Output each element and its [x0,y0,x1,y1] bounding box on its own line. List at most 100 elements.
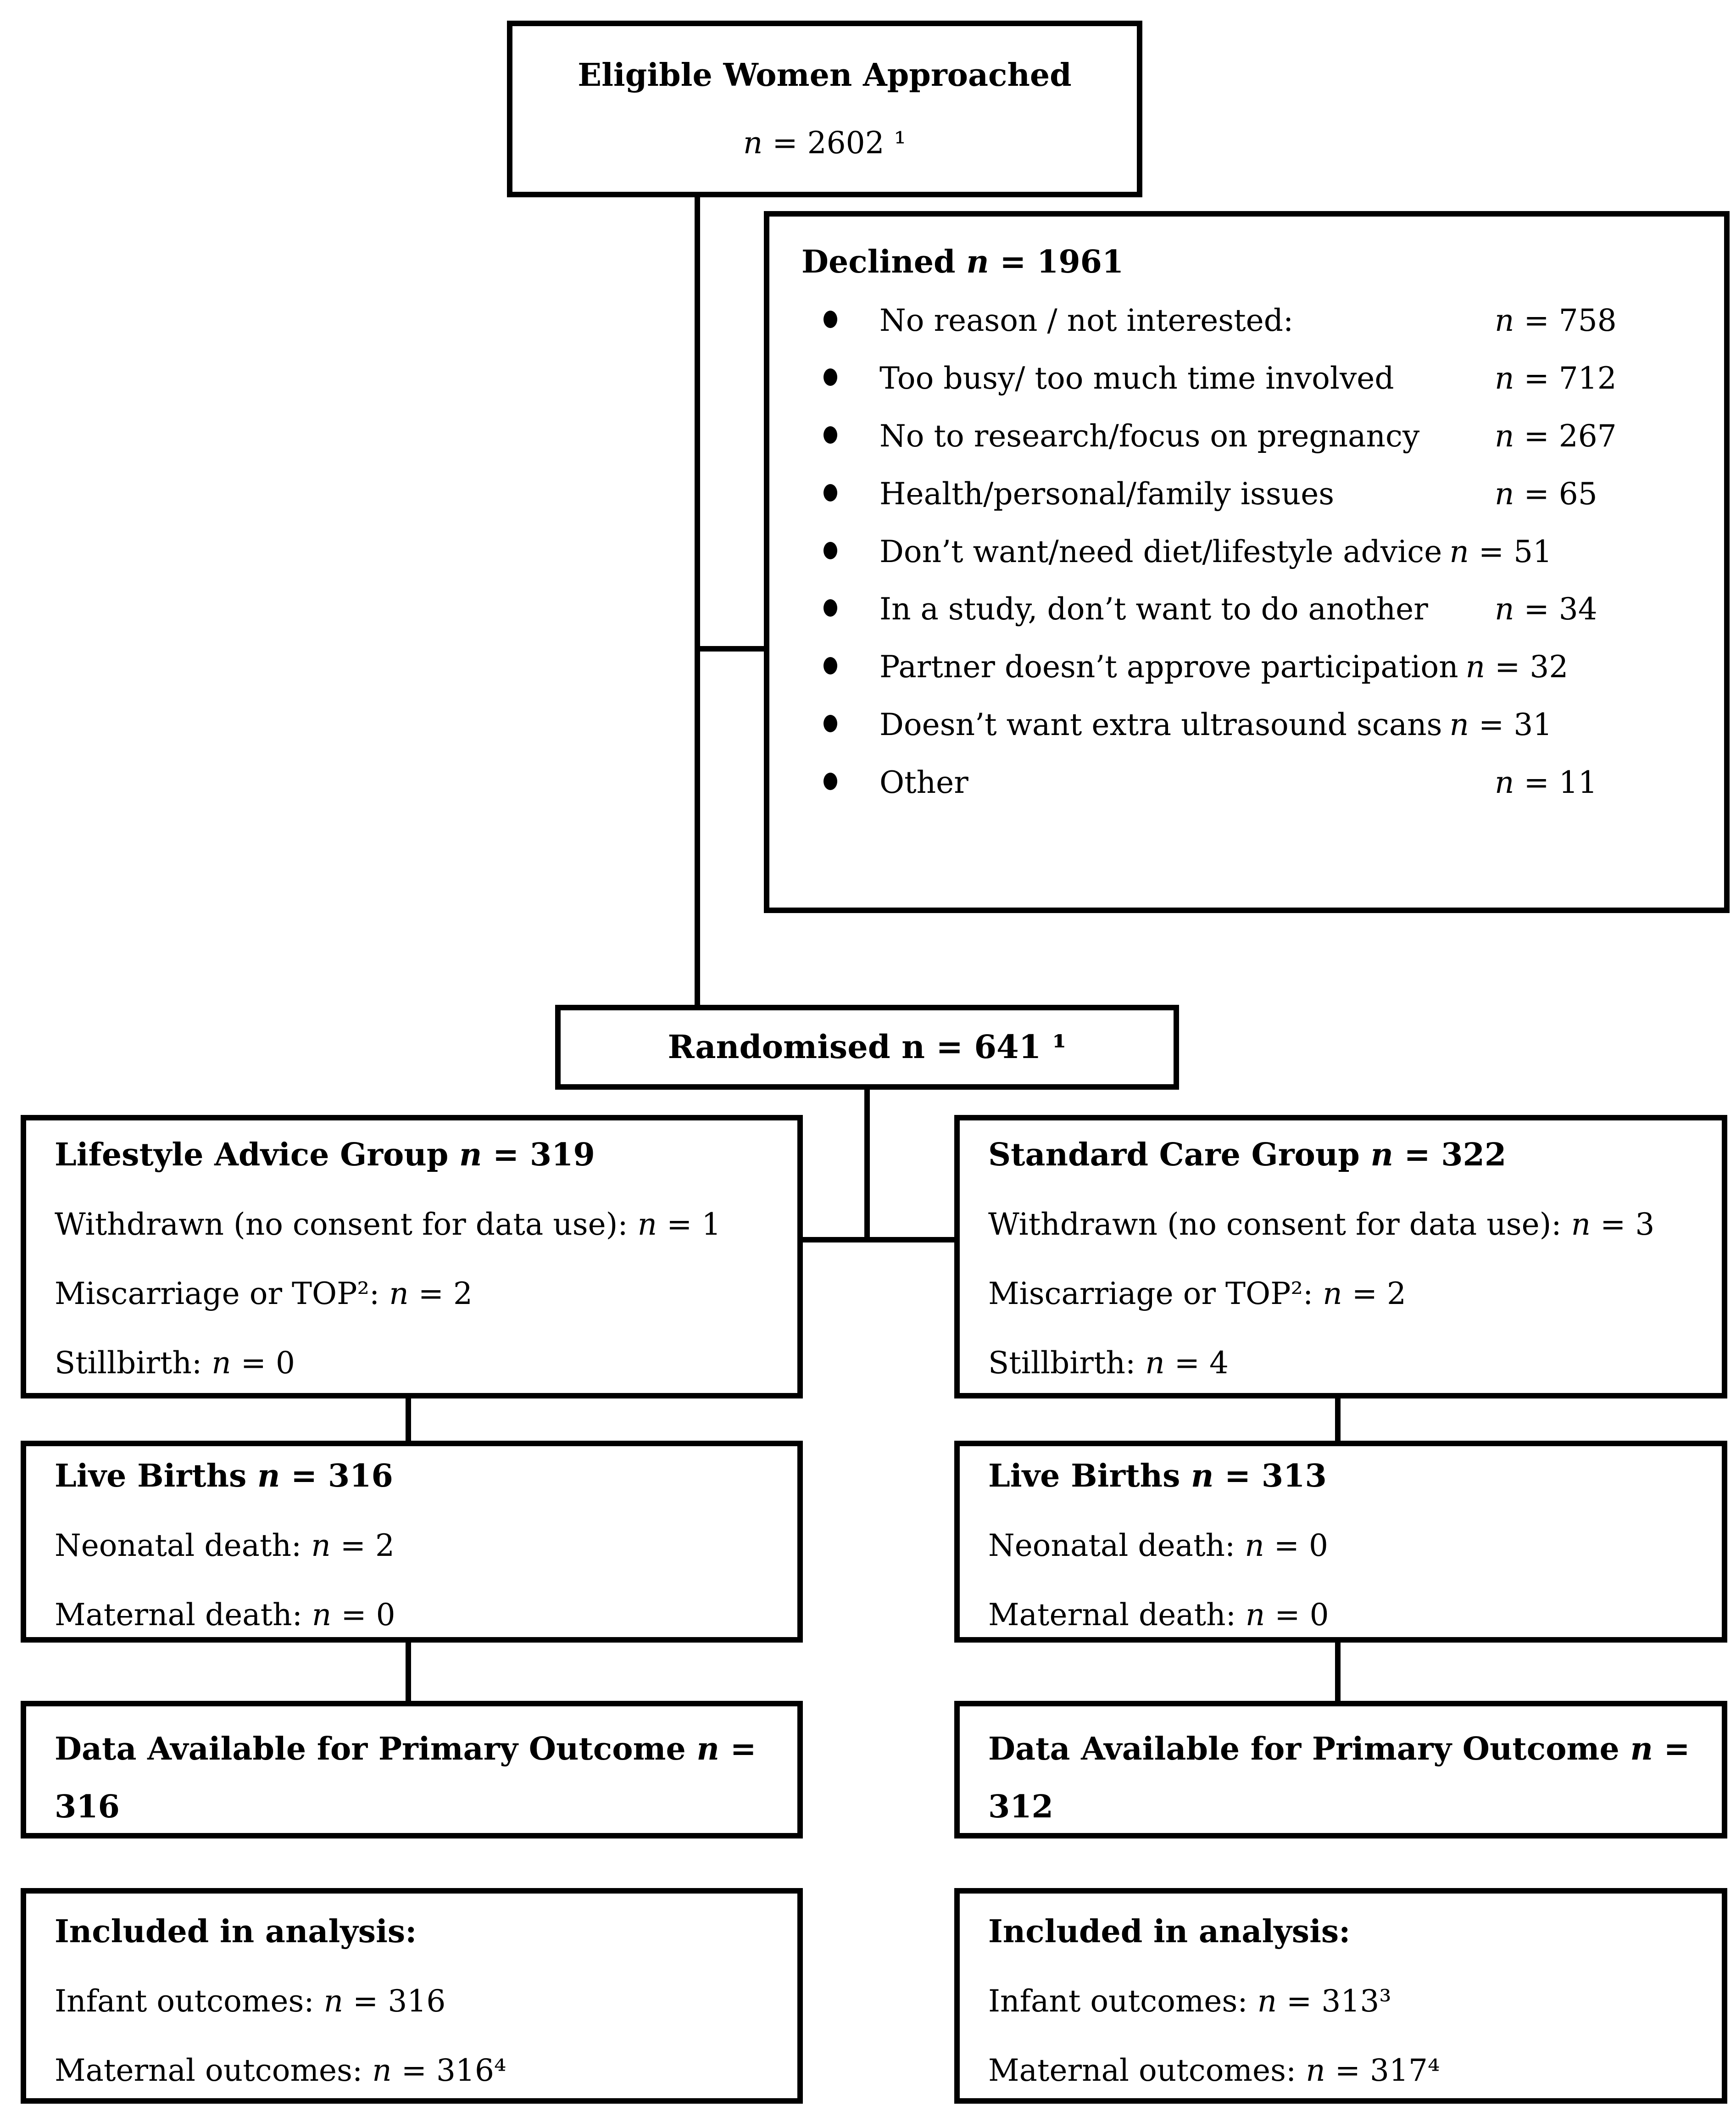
arm-right-analysis-box: Included in analysis: Infant outcomes: n … [954,1888,1727,2104]
connector-right-group-to-live [1335,1395,1341,1443]
declined-box: Declined n = 1961 No reason / not intere… [764,211,1730,913]
n-value: = 11 [1514,765,1597,801]
declined-reason-item: Health/personal/family issues n = 65 [801,476,1692,512]
n-value: = 3 [1591,1207,1655,1242]
arm-left-group-line-0: Withdrawn (no consent for data use): n =… [55,1207,721,1242]
n-symbol: n [1257,1983,1277,2019]
n-symbol: n [1630,1731,1653,1767]
n-value: = 65 [1514,476,1597,512]
declined-reason-label: Other [879,765,968,801]
n-symbol: n [211,1345,231,1381]
n-value: = 51 [1469,534,1552,569]
n-value: = 2 [330,1528,395,1563]
n-symbol: n [1323,1276,1342,1311]
arm-right-live-line-0: Neonatal death: n = 0 [988,1528,1329,1563]
declined-reason-count: n = 65 [1495,476,1692,512]
n-symbol: n [696,1731,719,1767]
n-symbol: n [389,1276,409,1311]
n-symbol: n [1306,2053,1325,2088]
declined-reason-label: In a study, don’t want to do another [879,591,1428,627]
declined-reason-item: In a study, don’t want to do another n = … [801,592,1692,627]
declined-reason-label: Doesn’t want extra ultrasound scans [879,707,1442,743]
declined-reason-count: n = 267 [1495,418,1692,454]
n-symbol: n [323,1983,344,2019]
declined-reason-label: No to research/focus on pregnancy [879,418,1420,454]
n-value: = 0 [331,1597,395,1632]
n-value: = 0 [231,1345,295,1381]
randomised-title: Randomised n = 641 ¹ [668,1028,1067,1066]
bullet-icon [823,715,837,733]
declined-reason-label: Health/personal/family issues [879,476,1335,512]
n-symbol: n [1465,649,1486,685]
arm-left-primary-outcome-title: Data Available for Primary Outcome n =31… [55,1731,757,1825]
declined-title: Declined n = 1961 [801,244,1124,280]
connector-left-group-to-live [406,1395,411,1443]
declined-reason-count: n = 32 [1466,650,1569,685]
n-symbol: n [1495,765,1514,801]
eligible-women-box: Eligible Women Approached n = 2602 ¹ [507,21,1142,197]
arm-right-live-births-title: Live Births n = 313 [988,1458,1327,1494]
declined-reason-count: n = 758 [1495,303,1692,338]
n-value: = 0 [1264,1528,1329,1563]
bullet-icon [823,484,837,501]
n-value: = 317⁴ [1325,2053,1440,2088]
n-value: = 1961 [989,244,1124,280]
n-value: = 313³ [1277,1983,1391,2019]
arm-right-group-line-0: Withdrawn (no consent for data use): n =… [988,1207,1655,1242]
n-symbol: n [1495,591,1514,627]
arm-right-group-line-2: Stillbirth: n = 4 [988,1345,1229,1381]
arm-right-analysis-line-0: Infant outcomes: n = 313³ [988,1983,1391,2019]
bullet-icon [823,773,837,791]
arm-left-analysis-title: Included in analysis: [55,1913,417,1950]
n-value: = 2 [1342,1276,1406,1311]
n-symbol: n [1571,1207,1591,1242]
arm-right-analysis-title: Included in analysis: [988,1913,1351,1950]
n-value: = 31 [1469,707,1552,743]
n-value: = 32 [1485,649,1569,685]
arm-left-primary-outcome-box: Data Available for Primary Outcome n =31… [21,1701,803,1838]
bullet-icon [823,311,837,328]
arm-left-analysis-line-0: Infant outcomes: n = 316 [55,1983,446,2019]
bullet-icon [823,368,837,386]
arm-right-group-title: Standard Care Group n = 322 [988,1136,1507,1173]
arm-right-live-line-1: Maternal death: n = 0 [988,1597,1329,1632]
n-symbol: n [1245,1597,1265,1632]
n-value: = 316⁴ [391,2053,506,2088]
connector-left-live-to-data [406,1640,411,1703]
n-symbol: n [372,2053,392,2088]
eligible-women-title: Eligible Women Approached [578,57,1072,94]
declined-reason-label: Too busy/ too much time involved [879,360,1394,396]
connector-arms-tee [801,1237,957,1242]
arm-left-group-line-1: Miscarriage or TOP²: n = 2 [55,1276,473,1311]
declined-reason-count: n = 11 [1495,765,1692,800]
n-value: = 267 [1514,418,1617,454]
n-value: = 313 [1213,1458,1327,1494]
arm-right-primary-outcome-box: Data Available for Primary Outcome n =31… [954,1701,1727,1838]
n-symbol: n [1370,1136,1393,1173]
n-symbol: n [1495,476,1514,512]
arm-left-analysis-box: Included in analysis: Infant outcomes: n … [21,1888,803,2104]
declined-reason-label: Partner doesn’t approve participation [879,649,1458,685]
declined-reason-item: No to research/focus on pregnancy n = 267 [801,418,1692,454]
n-symbol: n [637,1207,657,1242]
bullet-icon [823,657,837,675]
n-value: = 322 [1393,1136,1507,1173]
arm-left-live-line-1: Maternal death: n = 0 [55,1597,395,1632]
bullet-icon [823,599,837,617]
n-value: = 319 [482,1136,595,1173]
n-value: = 2 [408,1276,473,1311]
n-value: = 2602 ¹ [762,125,907,161]
declined-reason-count: n = 34 [1495,592,1692,627]
n-symbol: n [1449,534,1469,569]
declined-reason-item: Other n = 11 [801,765,1692,800]
n-symbol: n [1495,418,1514,454]
arm-right-analysis-line-1: Maternal outcomes: n = 317⁴ [988,2053,1440,2088]
connector-eligible-to-randomised [695,197,700,1005]
